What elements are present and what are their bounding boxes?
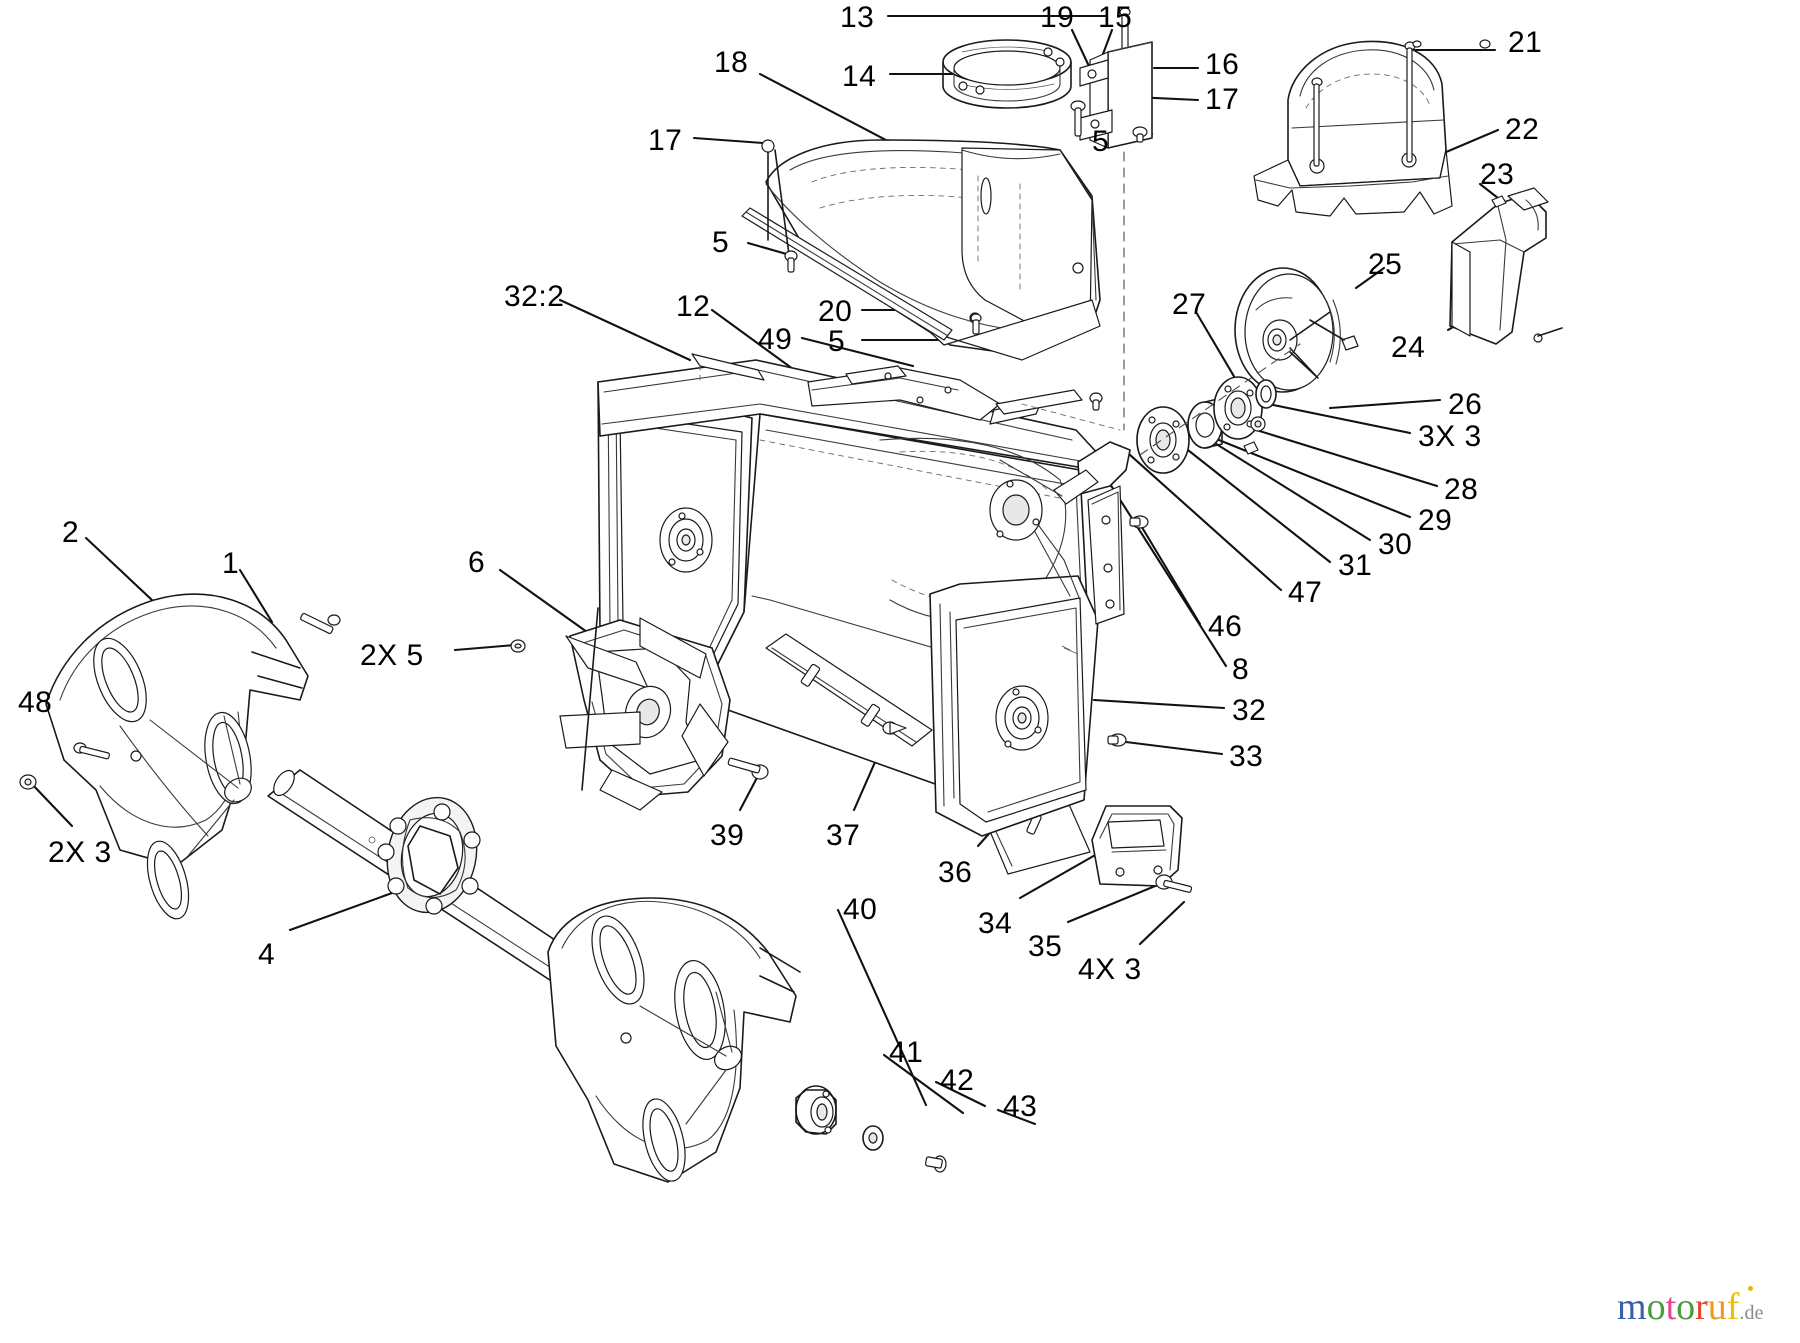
callout-13: 13 [840,1,875,34]
fastener-part-25 [1309,319,1359,351]
callout-3x3: 3X 3 [1418,420,1482,453]
callout-27: 27 [1172,288,1207,321]
skid-shoe-part-34 [1091,805,1183,887]
bolts-part-21 [1311,39,1491,167]
callout-33: 33 [1229,740,1264,773]
engine-cover-part-22 [1253,40,1453,217]
callout-14: 14 [842,60,877,93]
discharge-adapter-part-12 [691,313,1121,431]
belt-cover-part-24 [1449,187,1563,345]
impeller-part-6 [559,607,731,811]
bolt-part-1 [300,612,341,634]
callout-2x3: 2X 3 [48,836,112,869]
left-auger-part-2 [45,593,309,920]
callout-35: 35 [1028,930,1063,963]
auger-gear-part-4 [377,796,481,915]
callout-1: 1 [222,547,240,580]
bracket-part-16 [1079,41,1153,431]
callout-21: 21 [1508,26,1543,59]
callout-43: 43 [1003,1090,1038,1123]
callout-26: 26 [1448,388,1483,421]
callout-39: 39 [710,819,745,852]
callout-34: 34 [978,907,1013,940]
callout-48: 48 [18,686,53,719]
washer-part-42 [862,1125,884,1151]
callout-6: 6 [468,546,486,579]
watermark-letter-f: f [1726,1286,1740,1328]
callout-32: 32 [1232,694,1267,727]
watermark-letter-u: u [1707,1286,1727,1328]
watermark-dot-icon [1748,1286,1753,1291]
screw-part-17-right [1070,100,1086,137]
callout-32-2: 32:2 [504,280,565,313]
bolt-part-48 [73,742,111,760]
hub-part-41 [795,1085,837,1135]
callout-47: 47 [1288,576,1323,609]
motoruf-watermark: motoruf.de [1617,1288,1763,1326]
bolt-part-5-chute [784,250,798,273]
callout-4: 4 [258,938,276,971]
watermark-letter-m: m [1617,1286,1647,1328]
auger-housing-part-32 [597,359,1127,875]
callout-20: 20 [818,295,853,328]
watermark-letter-r: r [1695,1286,1708,1328]
watermark-letter-o1: o [1646,1286,1666,1328]
callout-42: 42 [940,1064,975,1097]
callout-5-chute: 5 [712,226,730,259]
callout-41: 41 [889,1036,924,1069]
callout-31: 31 [1338,549,1373,582]
watermark-suffix: .de [1739,1302,1764,1324]
callout-18: 18 [714,46,749,79]
callout-24: 24 [1391,331,1426,364]
callout-46: 46 [1208,610,1243,643]
fastener-part-23 [1491,195,1507,208]
callout-16: 16 [1205,48,1240,81]
watermark-letter-o2: o [1676,1286,1696,1328]
nut-part-2x5 [510,639,526,653]
callout-8: 8 [1232,653,1250,686]
bolt-part-21-right [1412,40,1422,48]
nut-part-35 [1155,874,1193,893]
nut-part-5-bracket [1132,126,1148,143]
bearing-bracket [989,441,1149,625]
pulley-part-26 [1234,267,1341,393]
right-auger-part-40 [547,897,801,1183]
callout-19: 19 [1040,1,1075,34]
chute-ring-part-14 [942,39,1072,109]
callout-22: 22 [1505,113,1540,146]
callout-37: 37 [826,819,861,852]
bolt-part-39 [727,757,769,780]
callout-23: 23 [1480,158,1515,191]
callout-12: 12 [676,290,711,323]
chute-assembly-part-18 [741,139,1101,361]
callout-15: 15 [1098,1,1133,34]
watermark-letter-t: t [1665,1286,1677,1328]
callout-2x5: 2X 5 [360,639,424,672]
callout-4x3: 4X 3 [1078,953,1142,986]
callout-5-bracket: 5 [1092,125,1110,158]
nut-part-37 [882,721,907,735]
callout-29: 29 [1418,504,1453,537]
callout-17-left: 17 [648,124,683,157]
callout-36: 36 [938,856,973,889]
callout-40: 40 [843,893,878,926]
callout-5-adapter: 5 [828,325,846,358]
callout-25: 25 [1368,248,1403,281]
callout-28: 28 [1444,473,1479,506]
misc-detail [699,361,1079,655]
bearing-stack [1136,343,1301,474]
nut-part-2x3 [19,774,37,790]
callout-30: 30 [1378,528,1413,561]
bolt-part-43 [924,1155,947,1173]
callout-17-upper: 17 [1205,83,1240,116]
callout-49: 49 [758,323,793,356]
callout-2: 2 [62,516,80,549]
